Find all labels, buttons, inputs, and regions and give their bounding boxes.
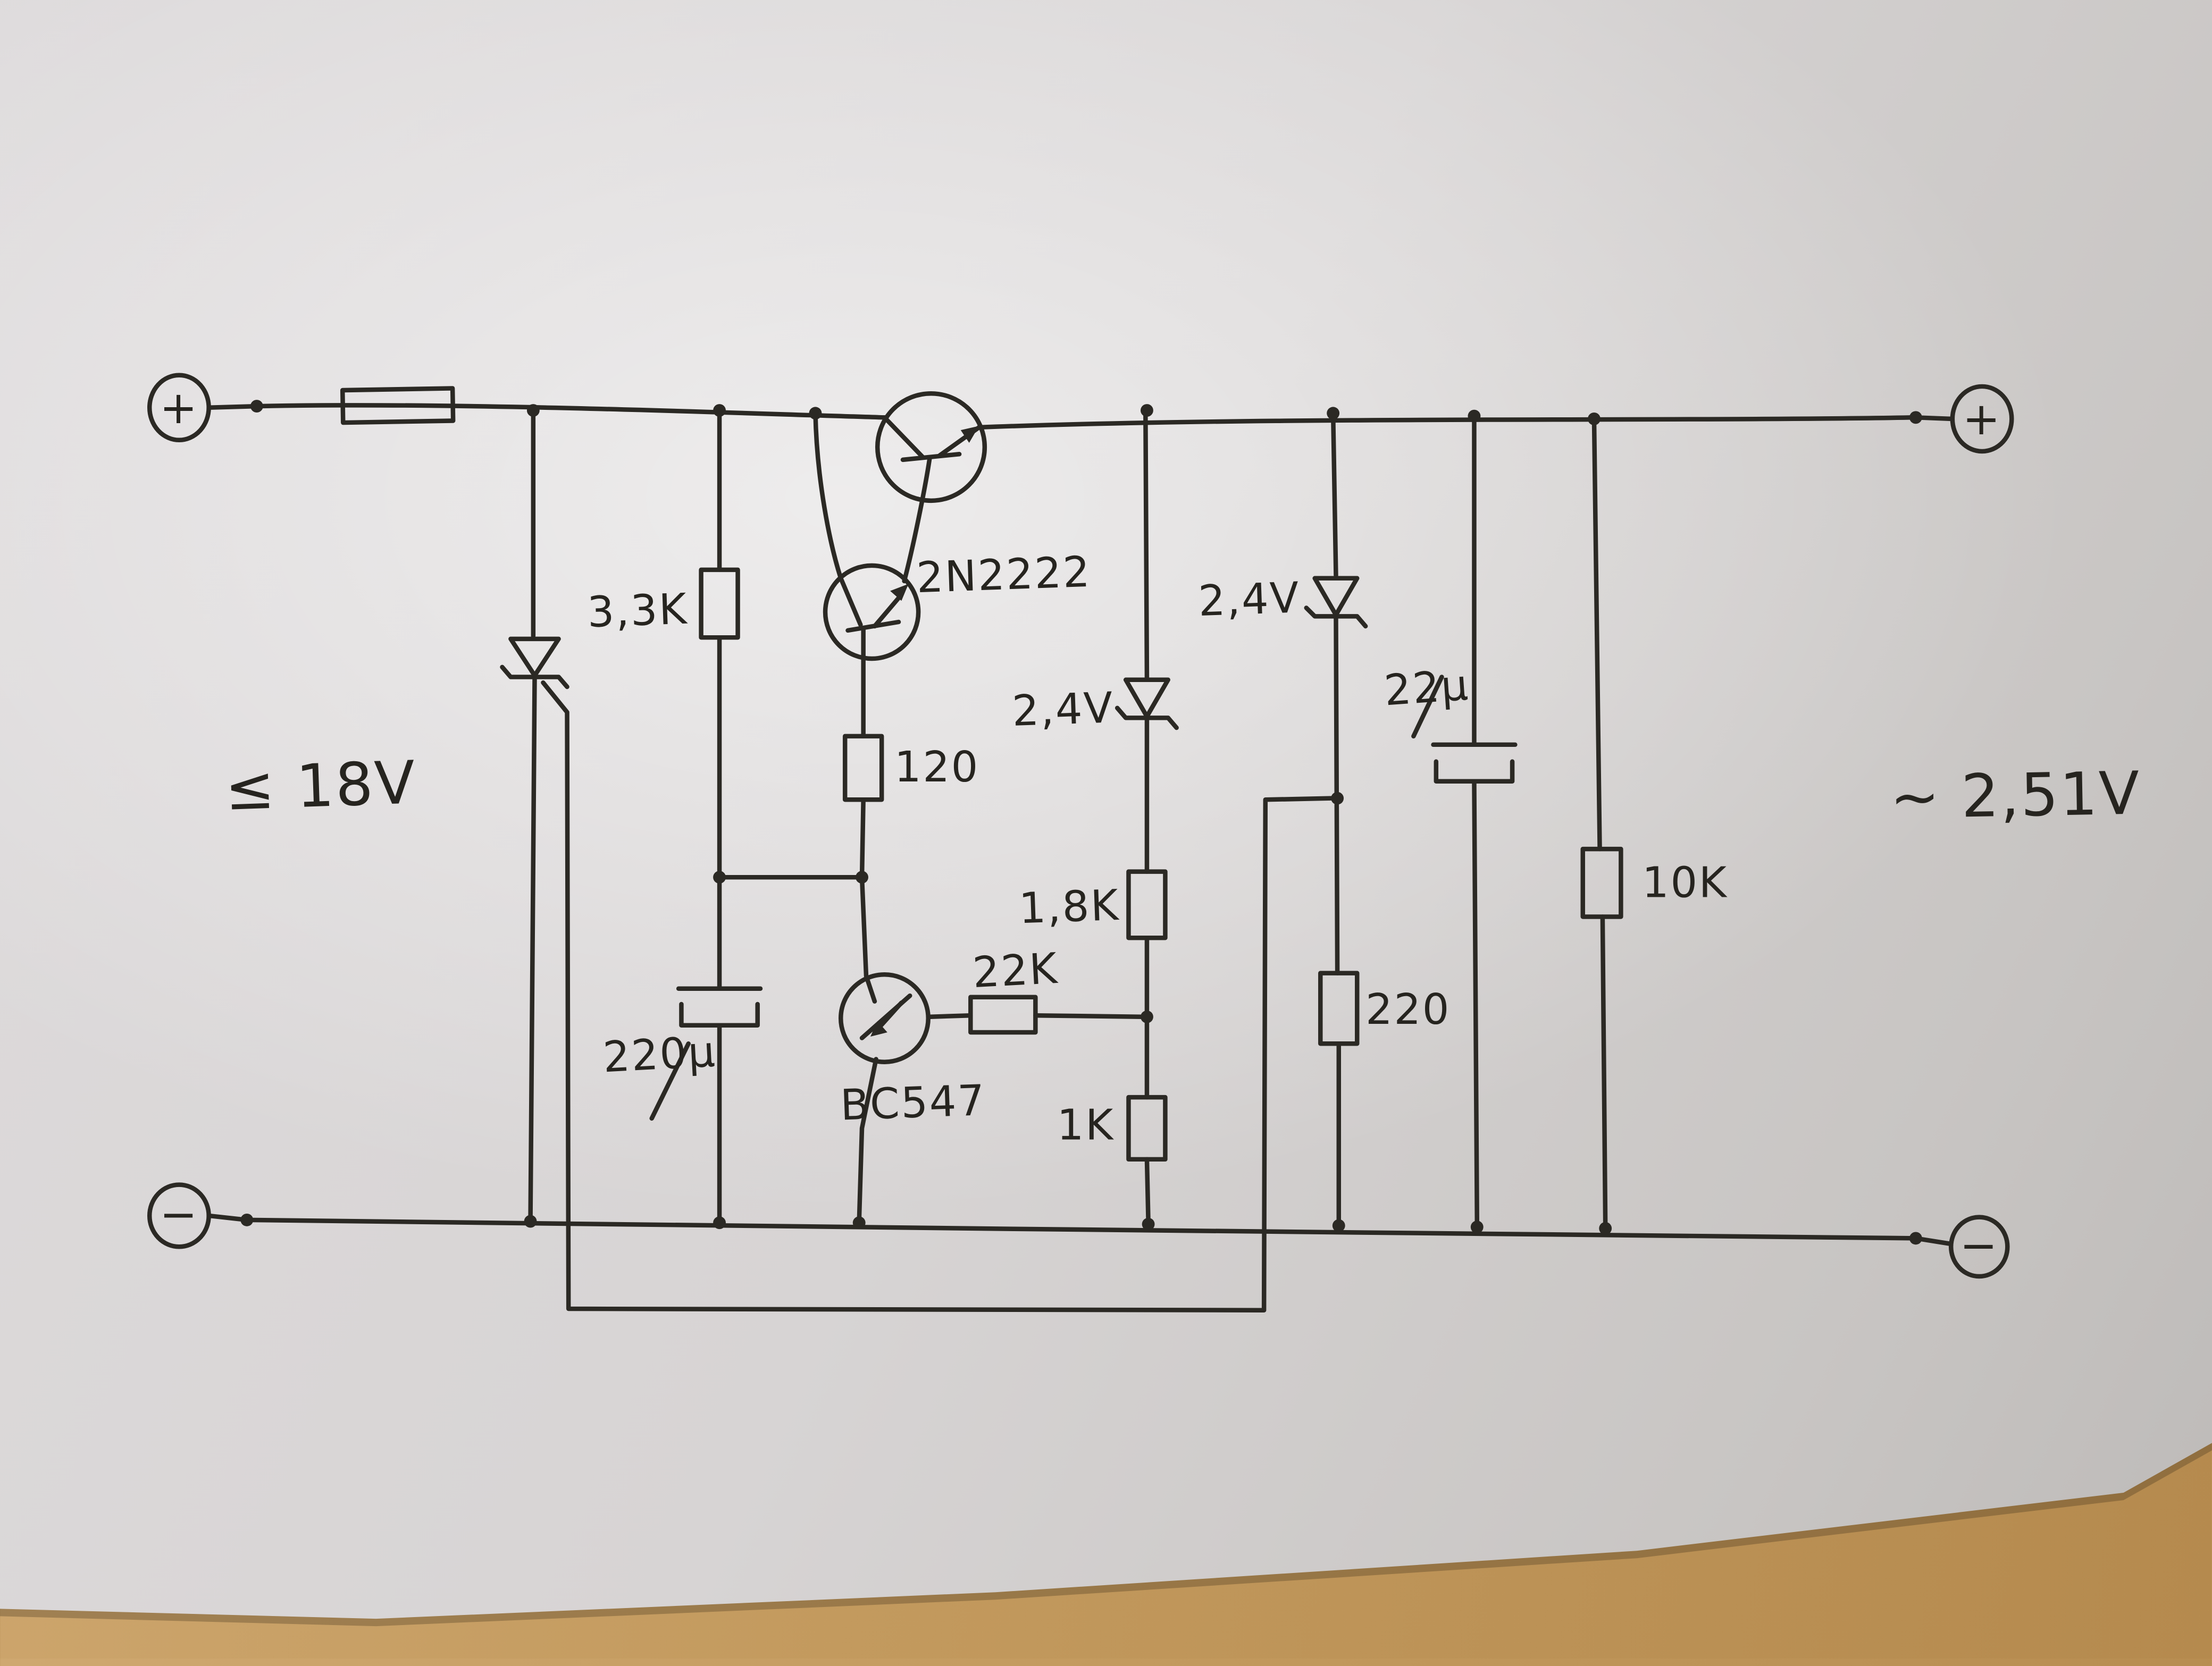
wire-r120-bottom (859, 797, 866, 880)
input-plus-sign: + (160, 382, 199, 434)
wire-left-zener-bottom (528, 675, 537, 1224)
cap-22u-slash (1411, 675, 1444, 739)
label-zener-right: 2,4V (1197, 573, 1301, 626)
label-r10k: 10K (1642, 857, 1728, 907)
top-rail-right (976, 415, 1918, 430)
input-positive-terminal (147, 373, 211, 442)
input-negative-terminal (147, 1182, 211, 1249)
label-2n2222: 2N2222 (916, 547, 1092, 602)
input-minus-sign: − (160, 1188, 199, 1241)
label-r1k8: 1,8K (1018, 880, 1120, 933)
label-c22u: 22µ (1382, 660, 1471, 716)
components (147, 373, 2014, 1279)
output-minus-sign: − (1959, 1219, 1999, 1272)
bottom-rail (245, 1217, 1918, 1241)
zener-2v4-right (1304, 576, 1368, 629)
wire-mid-chain-top (1143, 408, 1150, 683)
label-zener-mid: 2,4V (1011, 683, 1115, 736)
fuse (340, 386, 456, 425)
wire-c22u-bottom (1472, 779, 1479, 1224)
resistor-120 (842, 734, 884, 802)
wire-mid-chain-3 (1144, 1157, 1151, 1224)
cap-220u-slash (649, 1041, 691, 1121)
wire-feedback-loop (541, 680, 1334, 1312)
stub-in-minus (206, 1213, 249, 1223)
label-c220u: 220µ (602, 1026, 718, 1082)
wire-bc547-collector (859, 874, 877, 1004)
resistor-22k (968, 995, 1038, 1035)
pass-transistor (875, 391, 987, 503)
top-rail-left (254, 403, 887, 420)
output-voltage-label: ~ 2,51V (1889, 760, 2141, 832)
label-r220: 220 (1365, 985, 1451, 1034)
stub-in-plus (206, 403, 259, 410)
label-bc547: BC547 (840, 1075, 987, 1130)
output-positive-terminal (1950, 384, 2014, 454)
wire-bc547-emitter (857, 1057, 878, 1224)
transistor-bc547 (838, 972, 931, 1064)
label-r120: 120 (894, 742, 979, 792)
wire-q1-base (902, 456, 932, 584)
label-r1k: 1K (1057, 1100, 1115, 1150)
junction-dots (240, 400, 1922, 1245)
output-negative-terminal (1948, 1215, 2010, 1279)
resistor-1k (1126, 1095, 1168, 1162)
wire-right-chain-top (1330, 411, 1338, 578)
resistor-3k3 (699, 567, 740, 640)
wires (206, 403, 1955, 1312)
resistor-1k8 (1126, 869, 1168, 940)
label-r3k3: 3,3K (586, 584, 689, 637)
wire-r10k-top (1591, 416, 1602, 852)
left-zener-diode (500, 636, 569, 689)
labels: + − + − ≤ 18V ~ 2,51V 3,3K 2N2222 120 22… (160, 382, 2141, 1272)
resistor-10k (1580, 846, 1623, 919)
wire-q2-collector (813, 411, 863, 627)
output-plus-sign: + (1963, 393, 2002, 445)
wire-r22k-right (1033, 1013, 1150, 1020)
zener-2v4-mid (1115, 677, 1179, 730)
resistor-220 (1318, 971, 1360, 1046)
label-r22k: 22K (971, 944, 1060, 997)
capacitor-22u (1411, 675, 1518, 784)
input-voltage-label: ≤ 18V (224, 748, 417, 823)
capacitor-220u (649, 986, 763, 1121)
driver-transistor-2n2222 (823, 563, 921, 661)
wire-bc547-base (926, 1013, 973, 1020)
wire-r10k-bottom (1600, 914, 1608, 1230)
